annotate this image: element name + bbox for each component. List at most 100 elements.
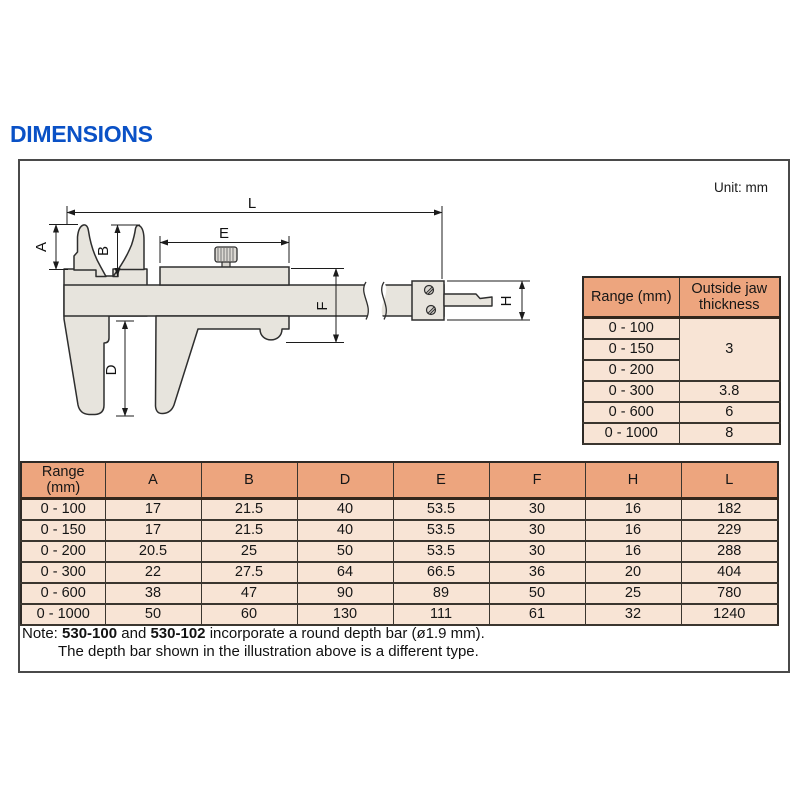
- jaw-table-range-cell: 0 - 100: [582, 316, 680, 340]
- main-table-header-cell: E: [392, 461, 490, 501]
- main-table-cell: 0 - 150: [20, 519, 106, 543]
- main-table-cell: 47: [200, 582, 298, 606]
- caliper-upper-jaw-left: [73, 224, 107, 278]
- main-table-header-cell: D: [296, 461, 394, 501]
- note-prefix: Note:: [22, 625, 63, 642]
- dim-label-F: F: [314, 301, 331, 310]
- main-table-cell: 1240: [680, 603, 779, 627]
- main-table-cell: 25: [200, 540, 298, 564]
- jaw-table-row: 0 - 200: [582, 359, 780, 382]
- page-title: DIMENSIONS: [10, 121, 153, 147]
- main-table-cell: 0 - 100: [20, 497, 106, 522]
- main-table-header-cell: A: [104, 461, 202, 501]
- note-line2: The depth bar shown in the illustration …: [58, 642, 479, 660]
- main-table-header-cell: F: [488, 461, 586, 501]
- main-table-header-cell: B: [200, 461, 298, 501]
- main-table-cell: 61: [488, 603, 586, 627]
- jaw-table-thickness-cell: 3: [678, 316, 781, 382]
- note-model-2: 530-102: [150, 625, 206, 642]
- main-table-cell: 64: [296, 561, 394, 585]
- main-table-cell: 20: [584, 561, 682, 585]
- main-table-cell: 182: [680, 497, 779, 522]
- main-table-cell: 16: [584, 540, 682, 564]
- dim-label-E: E: [219, 225, 229, 242]
- main-table-cell: 53.5: [392, 519, 490, 543]
- main-table-cell: 53.5: [392, 540, 490, 564]
- end-block-screws: [423, 284, 437, 316]
- dim-label-A: A: [33, 242, 50, 252]
- main-table-cell: 25: [584, 582, 682, 606]
- beam-break: [363, 282, 387, 320]
- main-table-cell: 16: [584, 497, 682, 522]
- main-table-cell: 17: [104, 519, 202, 543]
- main-table-cell: 288: [680, 540, 779, 564]
- main-table-header-cell: H: [584, 461, 682, 501]
- main-table-cell: 53.5: [392, 497, 490, 522]
- main-table-cell: 90: [296, 582, 394, 606]
- thumbscrew-knob: [214, 246, 238, 263]
- caliper-beam: [63, 284, 445, 317]
- main-table-cell: 60: [200, 603, 298, 627]
- main-table-cell: 32: [584, 603, 682, 627]
- main-table-cell: 111: [392, 603, 490, 627]
- main-table-cell: 404: [680, 561, 779, 585]
- main-table-cell: 22: [104, 561, 202, 585]
- dim-label-H: H: [498, 296, 515, 307]
- unit-label: Unit: mm: [714, 180, 768, 195]
- jaw-table-range-cell: 0 - 150: [582, 338, 680, 361]
- main-table-cell: 40: [296, 497, 394, 522]
- note-model-1: 530-100: [62, 625, 118, 642]
- caliper-drawing: L E A B D F H: [33, 195, 530, 417]
- main-table-cell: 50: [104, 603, 202, 627]
- beam-break-line: [381, 281, 387, 320]
- dim-label-L: L: [248, 195, 256, 212]
- note-mid: and: [117, 625, 151, 642]
- main-table-cell: 229: [680, 519, 779, 543]
- main-table-cell: 30: [488, 497, 586, 522]
- main-table-cell: 0 - 200: [20, 540, 106, 564]
- main-table-cell: 17: [104, 497, 202, 522]
- jaw-table-header-row: Range (mm)Outside jaw thickness: [582, 276, 781, 319]
- main-table-cell: 21.5: [200, 497, 298, 522]
- main-table-cell: 50: [296, 540, 394, 564]
- main-table-cell: 20.5: [104, 540, 202, 564]
- main-table-cell: 66.5: [392, 561, 490, 585]
- main-table-cell: 21.5: [200, 519, 298, 543]
- main-table-header-cell: L: [680, 461, 779, 501]
- jaw-table-thickness-cell: 8: [678, 422, 781, 445]
- caliper-upper-jaw-right: [112, 224, 145, 278]
- main-table-cell: 27.5: [200, 561, 298, 585]
- main-table-cell: 40: [296, 519, 394, 543]
- jaw-table-header-cell: Range (mm): [582, 276, 680, 319]
- content-frame: Unit: mm: [18, 159, 790, 673]
- main-table-cell: 0 - 600: [20, 582, 106, 606]
- main-table-cell: 30: [488, 540, 586, 564]
- note: Note: 530-100 and 530-102 incorporate a …: [22, 625, 485, 660]
- note-rest: incorporate a round depth bar (ø1.9 mm).: [205, 625, 485, 642]
- caliper-slider: [159, 266, 290, 286]
- jaw-table-range-cell: 0 - 1000: [582, 422, 680, 445]
- caliper-moving-jaw: [154, 315, 290, 415]
- main-table-cell: 0 - 300: [20, 561, 106, 585]
- jaw-table-thickness-cell: 6: [678, 401, 781, 424]
- jaw-table-range-cell: 0 - 200: [582, 359, 680, 382]
- depth-bar: [443, 293, 493, 307]
- jaw-table-range-cell: 0 - 300: [582, 380, 680, 403]
- jaw-table-thickness-cell: 3.8: [678, 380, 781, 403]
- beam-break-line: [363, 281, 369, 320]
- dim-label-B: B: [95, 246, 112, 256]
- main-table-header-cell: Range (mm): [20, 461, 106, 501]
- main-table-cell: 38: [104, 582, 202, 606]
- main-table-cell: 780: [680, 582, 779, 606]
- thumbscrew-knurling: [217, 248, 234, 261]
- jaw-table-row: 0 - 150: [582, 338, 780, 361]
